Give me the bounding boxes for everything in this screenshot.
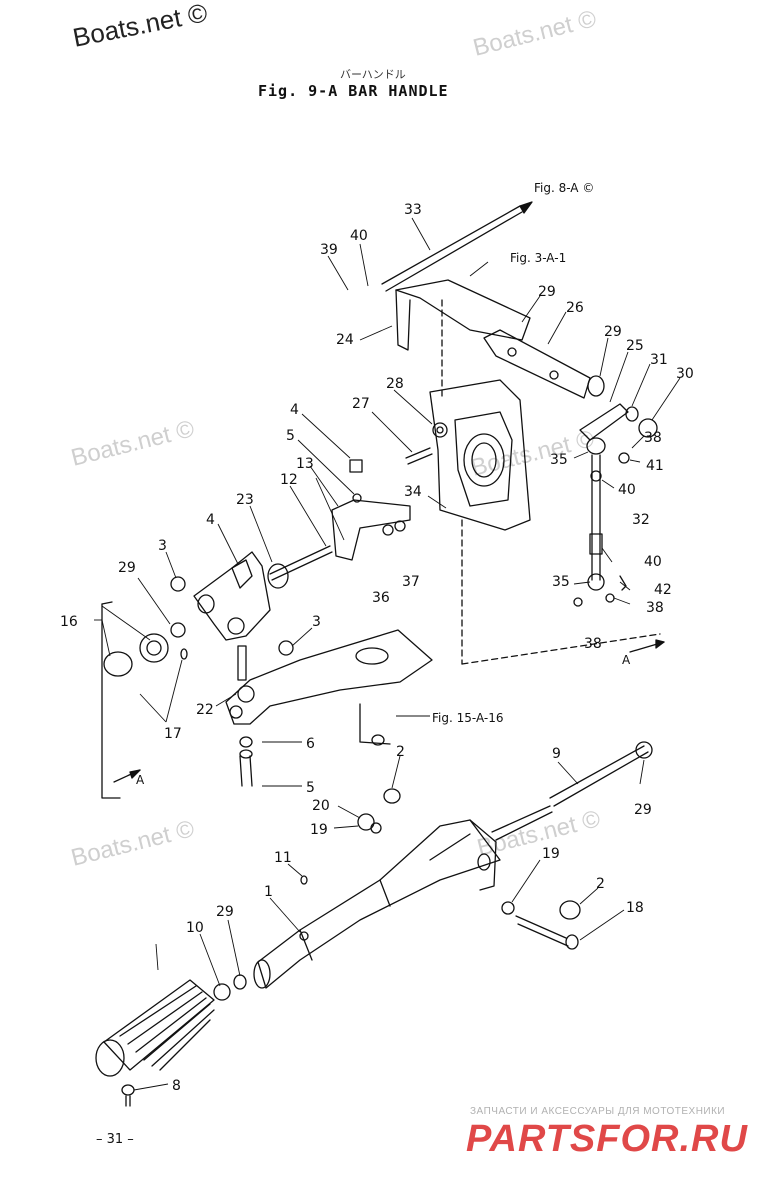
figure-title: Fig. 9-A BAR HANDLE [258,82,449,100]
callout-29-right: 29 [604,324,622,340]
callout-26: 26 [566,300,584,316]
callout-5-top: 5 [286,428,295,444]
reference-fig-3-a-1: Fig. 3-A-1 [510,251,566,265]
reference-fig-8-a: Fig. 8-A © [534,181,594,195]
callout-27: 27 [352,396,370,412]
callout-33: 33 [404,202,422,218]
callout-38-low: 38 [584,636,602,652]
callout-12: 12 [280,472,298,488]
callout-3-right: 3 [312,614,321,630]
callout-1: 1 [264,884,273,900]
callout-38-top: 38 [644,430,662,446]
callout-40-mid: 40 [618,482,636,498]
callout-37: 37 [402,574,420,590]
callout-29-grip: 29 [216,904,234,920]
callout-38-mid: 38 [646,600,664,616]
callout-19-right: 19 [542,846,560,862]
reference-arrow-a-right: A [622,653,631,667]
callout-39: 39 [320,242,338,258]
callout-28: 28 [386,376,404,392]
callout-30: 30 [676,366,694,382]
callout-24: 24 [336,332,354,348]
callout-4-lever: 4 [206,512,215,528]
callout-6: 6 [306,736,315,752]
callout-18: 18 [626,900,644,916]
brand-subtitle: ЗАПЧАСТИ И АКСЕССУАРЫ ДЛЯ МОТОТЕХНИКИ [470,1106,726,1117]
callout-29: 29 [538,284,556,300]
callout-22: 22 [196,702,214,718]
callout-9: 9 [552,746,561,762]
callout-29-bar: 29 [634,802,652,818]
callout-40-low: 40 [644,554,662,570]
callout-10: 10 [186,920,204,936]
callout-16: 16 [60,614,78,630]
brand-logo: PARTSFOR.RU [466,1118,748,1160]
callout-31: 31 [650,352,668,368]
callout-2-right: 2 [596,876,605,892]
callout-34: 34 [404,484,422,500]
callout-3-left: 3 [158,538,167,554]
callout-20: 20 [312,798,330,814]
callout-17: 17 [164,726,182,742]
callout-35-low: 35 [552,574,570,590]
callout-25: 25 [626,338,644,354]
figure-title-japanese: バーハンドル [340,68,406,81]
callout-23: 23 [236,492,254,508]
callout-32: 32 [632,512,650,528]
callout-19-left: 19 [310,822,328,838]
callout-11: 11 [274,850,292,866]
callout-13: 13 [296,456,314,472]
reference-fig-15-a-16: Fig. 15-A-16 [432,711,504,725]
page-number: – 31 – [96,1132,134,1147]
callout-35-top: 35 [550,452,568,468]
reference-arrow-a-left: A [136,773,145,787]
callout-40: 40 [350,228,368,244]
callout-5-screw: 5 [306,780,315,796]
callout-41: 41 [646,458,664,474]
callout-42: 42 [654,582,672,598]
callout-29-left: 29 [118,560,136,576]
callout-36: 36 [372,590,390,606]
callout-2-top: 2 [396,744,405,760]
callout-8: 8 [172,1078,181,1094]
callout-4-top: 4 [290,402,299,418]
